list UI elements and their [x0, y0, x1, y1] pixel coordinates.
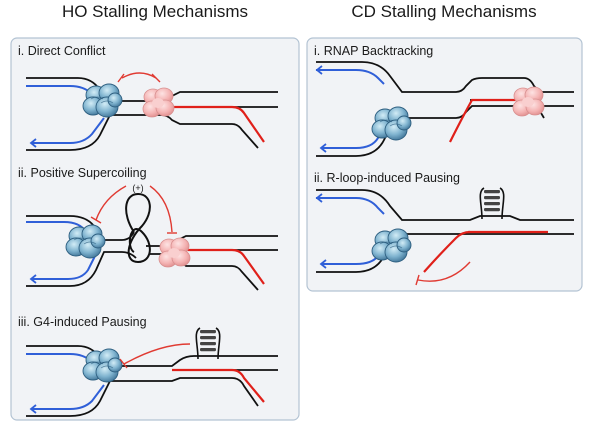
- cd-panel: [306, 37, 583, 292]
- inhibition-arrow-icon: [95, 185, 127, 221]
- ho-section-1-label: i. Direct Conflict: [18, 44, 106, 58]
- inhibition-arrow-icon: [121, 72, 157, 79]
- replisome-icon: [65, 224, 106, 259]
- rnap-icon: [142, 87, 175, 118]
- ho-section-3-label: iii. G4-induced Pausing: [18, 315, 147, 329]
- ho-panel-title: HO Stalling Mechanisms: [61, 2, 249, 21]
- cd-panel-title: CD Stalling Mechanisms: [351, 2, 537, 21]
- ho-section-2-label: ii. Positive Supercoiling: [18, 166, 147, 180]
- replisome-icon: [82, 83, 123, 118]
- cd-section-2-label: ii. R-loop-induced Pausing: [314, 171, 460, 185]
- replisome-icon: [371, 228, 412, 263]
- ho-supercoiling-scheme: (+): [26, 183, 278, 291]
- cd-section-1-label: i. RNAP Backtracking: [314, 44, 433, 58]
- inhibition-arrow-icon: [417, 261, 471, 282]
- replisome-icon: [371, 106, 412, 141]
- ho-g4-scheme: [26, 327, 278, 417]
- cd-backtracking-scheme: [315, 61, 574, 157]
- ho-direct-conflict-scheme: [26, 72, 278, 151]
- ho-panel: [10, 37, 300, 421]
- inhibition-arrow-icon: [149, 185, 173, 233]
- cd-rloop-scheme: [315, 187, 574, 286]
- replisome-icon: [82, 348, 123, 383]
- rnap-icon: [512, 86, 545, 117]
- inhibition-arrow-icon: [123, 343, 191, 365]
- supercoil-sign: (+): [132, 183, 143, 193]
- rnap-icon: [158, 237, 191, 268]
